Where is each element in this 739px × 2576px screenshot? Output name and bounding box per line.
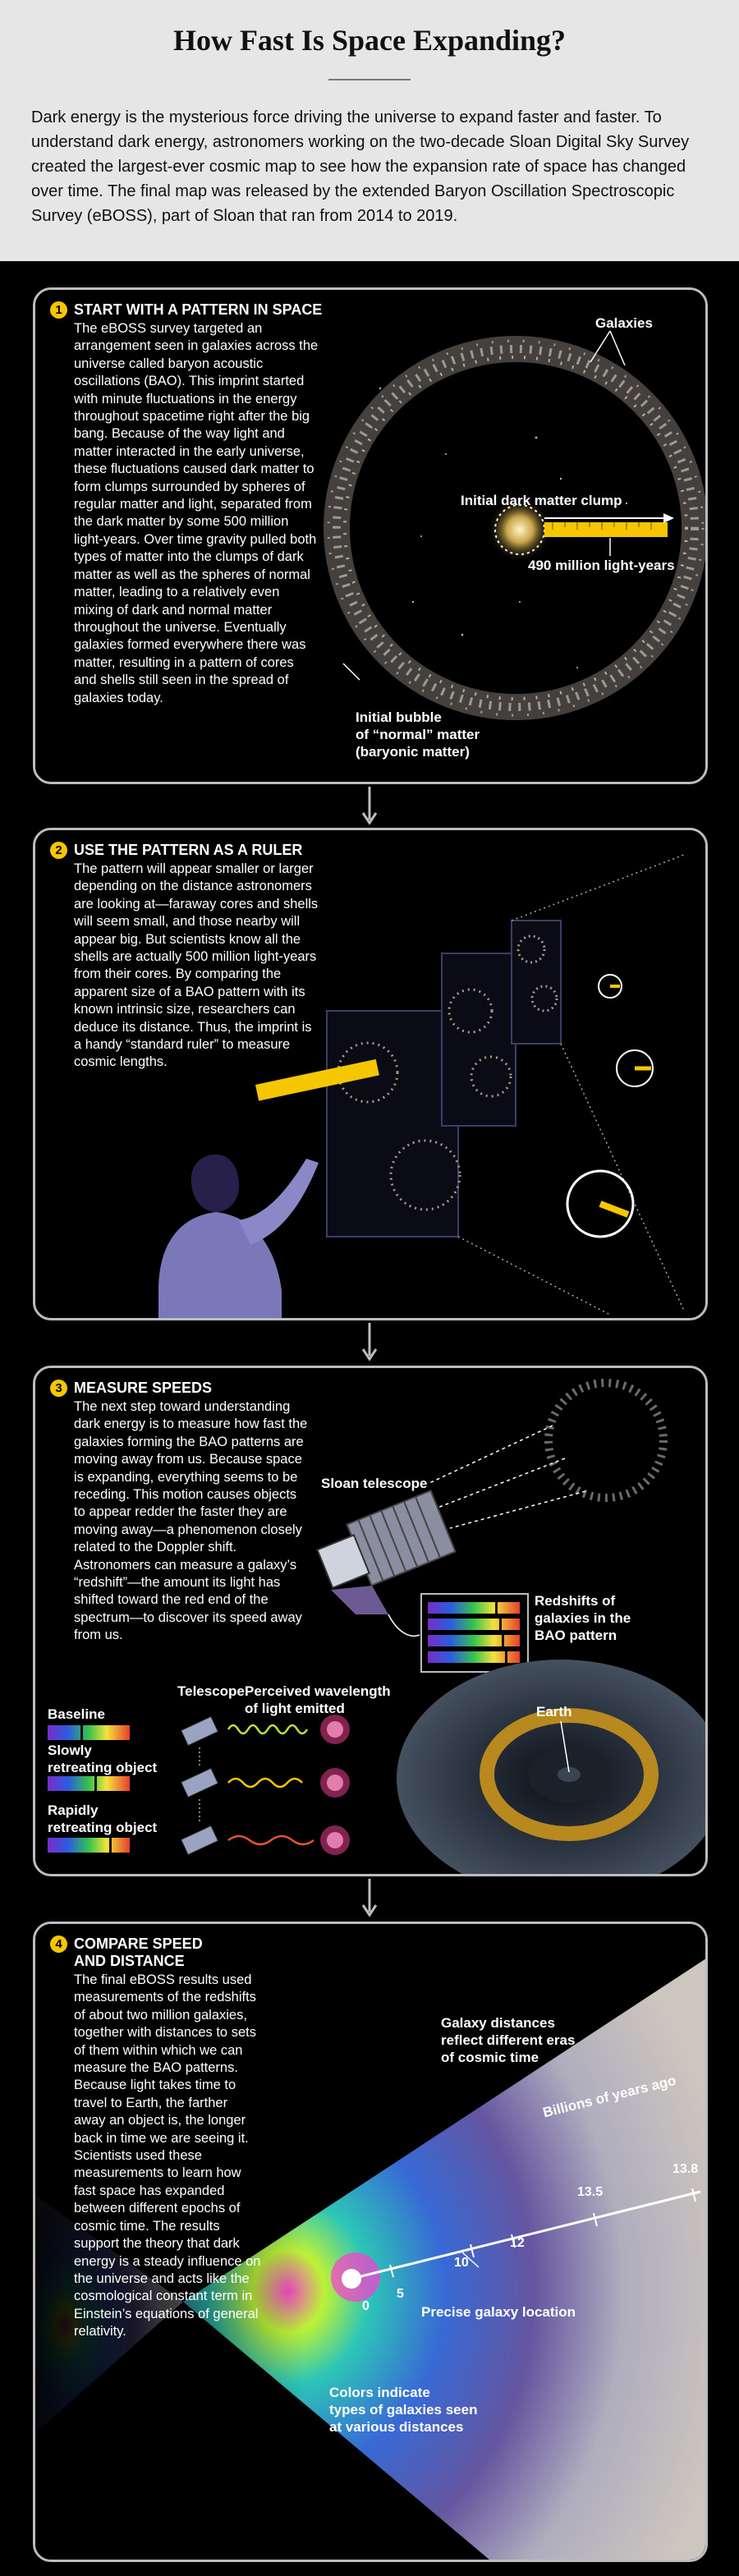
step-2-body: The pattern will appear smaller or large… <box>74 861 319 1070</box>
earth-label: Earth <box>536 1704 572 1720</box>
step-4-body: The final eBOSS results used measurement… <box>74 1972 261 2340</box>
flow-arrow <box>361 1879 378 1917</box>
tick-label: 5 <box>397 2287 404 2301</box>
rapidly-retreating-label: Rapidly retreating object <box>48 1802 158 1835</box>
galaxy-colors-label: Colors indicate types of galaxies seen a… <box>329 2385 478 2435</box>
step-1-panel: 1 START WITH A PATTERN IN SPACE The eBOS… <box>33 287 708 784</box>
intro-text: Dark energy is the mysterious force driv… <box>31 108 690 225</box>
step-number-badge: 1 <box>50 301 67 319</box>
step-4-panel: 4 COMPARE SPEED AND DISTANCE The final e… <box>33 1922 708 2562</box>
eras-label: Galaxy distances reflect different eras … <box>441 2015 576 2065</box>
dark-matter-clump-label: Initial dark matter clump <box>461 493 622 508</box>
step-4-heading: 4 COMPARE SPEED AND DISTANCE <box>50 1935 203 1970</box>
redshift-illustration <box>35 1368 705 1874</box>
step-number-badge: 3 <box>50 1380 67 1397</box>
step-4-title: COMPARE SPEED AND DISTANCE <box>74 1935 203 1969</box>
baryonic-bubble-label: Initial bubble of “normal” matter (baryo… <box>356 709 480 760</box>
step-3-panel: 3 MEASURE SPEEDS The next step toward un… <box>33 1366 708 1876</box>
galaxies-label: Galaxies <box>595 315 653 331</box>
step-1-heading: 1 START WITH A PATTERN IN SPACE <box>50 301 322 319</box>
distance-label: 490 million light-years <box>528 558 675 573</box>
precise-location-label: Precise galaxy location <box>421 2304 576 2320</box>
step-2-heading: 2 USE THE PATTERN AS A RULER <box>50 842 302 859</box>
header: How Fast Is Space Expanding? Dark energy… <box>0 0 739 261</box>
baseline-label: Baseline <box>48 1706 105 1722</box>
redshifts-label: Redshifts of galaxies in the BAO pattern <box>535 1593 631 1643</box>
step-3-title: MEASURE SPEEDS <box>74 1380 213 1396</box>
tick-label: 0 <box>362 2299 370 2313</box>
flow-arrow <box>361 787 378 825</box>
step-2-title: USE THE PATTERN AS A RULER <box>74 842 303 858</box>
step-1-body: The eBOSS survey targeted an arrangement… <box>74 321 319 705</box>
tick-label: 10 <box>454 2256 469 2270</box>
tick-label: 12 <box>510 2236 525 2250</box>
step-number-badge: 4 <box>50 1935 67 1953</box>
tick-label: 13.8 <box>672 2162 699 2176</box>
step-3-heading: 3 MEASURE SPEEDS <box>50 1380 212 1397</box>
sloan-telescope-label: Sloan telescope <box>321 1476 428 1491</box>
step-3-body: The next step toward understanding dark … <box>74 1399 308 1643</box>
slowly-retreating-label: Slowly retreating object <box>48 1743 158 1775</box>
telescope-label: Telescope <box>177 1683 245 1699</box>
standard-ruler-illustration <box>35 830 705 1318</box>
tick-label: 13.5 <box>577 2185 604 2199</box>
step-1-title: START WITH A PATTERN IN SPACE <box>74 301 323 318</box>
page-title: How Fast Is Space Expanding? <box>172 24 567 57</box>
step-2-panel: 2 USE THE PATTERN AS A RULER The pattern… <box>33 828 708 1320</box>
flow-arrow <box>361 1323 378 1361</box>
wavelength-label: Perceived wavelength of light emitted <box>245 1683 391 1716</box>
title-divider <box>328 79 411 80</box>
step-number-badge: 2 <box>50 842 67 859</box>
galaxy-map-illustration <box>35 1924 705 2560</box>
bao-ring-illustration <box>35 290 705 782</box>
